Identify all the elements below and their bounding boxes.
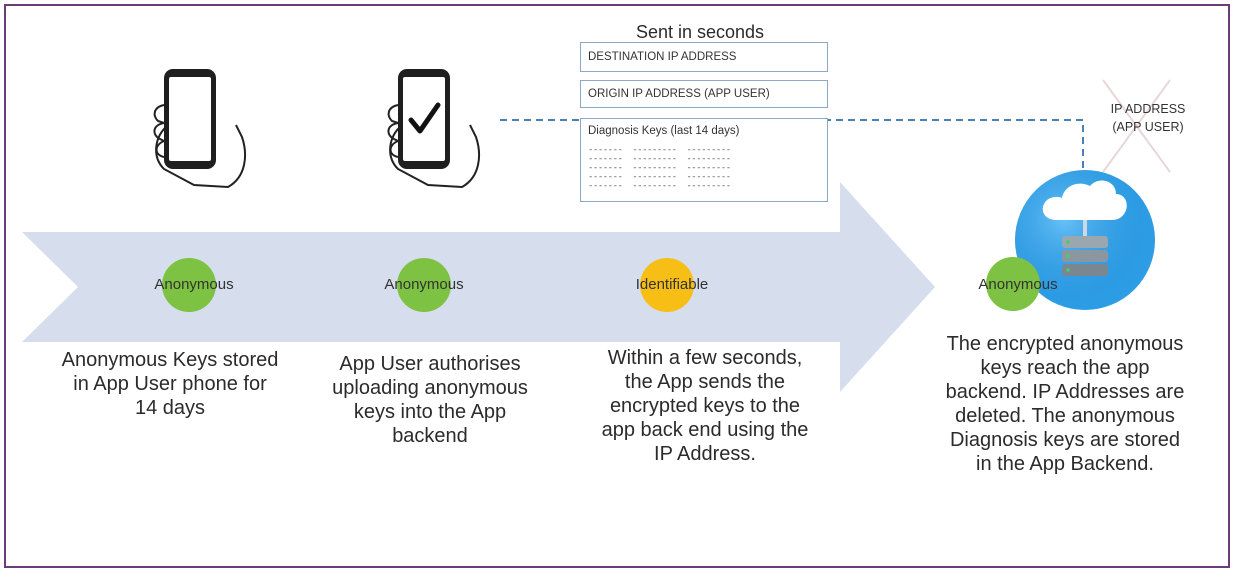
description-line: keys into the App: [353, 401, 507, 423]
stage-badge-1: [162, 258, 216, 312]
destination-ip-label: DESTINATION IP ADDRESS: [588, 51, 737, 63]
description-line: App User authorises: [339, 353, 521, 375]
description-line: IP Address.: [654, 443, 756, 465]
description-line: in App User phone for: [73, 373, 267, 395]
description-line: Within a few seconds,: [607, 347, 803, 369]
description-line: encrypted keys to the: [609, 395, 801, 417]
ip-address-line-2: (APP USER): [1112, 120, 1184, 134]
key-row: ------- --------- ---------: [588, 145, 731, 155]
stage-label-3: Identifiable: [635, 276, 709, 293]
ip-address-removed-label: IP ADDRESS (APP USER): [1100, 100, 1196, 136]
stage-badge-4: [986, 257, 1040, 311]
description-line: the App sends the: [624, 371, 786, 393]
description-line: Diagnosis keys are stored: [949, 429, 1181, 451]
destination-ip-field: DESTINATION IP ADDRESS: [580, 42, 828, 72]
stage-label-2: Anonymous: [384, 276, 464, 293]
diagnosis-keys-field: Diagnosis Keys (last 14 days) ------- --…: [580, 118, 828, 202]
timeline-arrow: [22, 182, 935, 392]
description-line: Anonymous Keys stored: [61, 349, 279, 371]
stage-description-2: App User authorises uploading anonymous …: [300, 352, 560, 448]
cross-out-icon: [1102, 79, 1171, 173]
diagnosis-keys-label: Diagnosis Keys (last 14 days): [588, 125, 740, 137]
diagram-frame: [4, 4, 1230, 568]
cloud-server-icon: [1015, 170, 1155, 310]
stage-description-4: The encrypted anonymous keys reach the a…: [915, 332, 1215, 476]
description-line: keys reach the app: [980, 357, 1150, 379]
phone-in-hand-icon: [153, 69, 246, 189]
description-line: The encrypted anonymous: [946, 333, 1184, 355]
packet-heading: Sent in seconds: [635, 22, 765, 42]
key-row: ------- --------- ---------: [588, 154, 731, 164]
stage-label-1: Anonymous: [154, 276, 234, 293]
description-line: app back end using the: [601, 419, 809, 441]
key-row: ------- --------- ---------: [588, 163, 731, 173]
origin-ip-field: ORIGIN IP ADDRESS (APP USER): [580, 80, 828, 108]
description-line: uploading anonymous: [332, 377, 528, 399]
phone-check-icon: [387, 69, 480, 189]
stage-label-4: Anonymous: [978, 276, 1058, 293]
check-mark-icon: [408, 102, 441, 134]
origin-ip-label: ORIGIN IP ADDRESS (APP USER): [588, 88, 770, 100]
key-row: ------- --------- ---------: [588, 181, 731, 191]
description-line: deleted. The anonymous: [955, 405, 1175, 427]
key-row: ------- --------- ---------: [588, 172, 731, 182]
description-line: backend: [392, 425, 468, 447]
stage-badge-2: [397, 258, 451, 312]
ip-address-line-1: IP ADDRESS: [1110, 102, 1186, 116]
description-line: backend. IP Addresses are: [945, 381, 1185, 403]
description-line: 14 days: [134, 397, 206, 419]
description-line: in the App Backend.: [976, 453, 1154, 475]
stage-description-3: Within a few seconds, the App sends the …: [570, 346, 840, 466]
stage-description-1: Anonymous Keys stored in App User phone …: [30, 348, 310, 420]
stage-badge-3: [640, 258, 694, 312]
